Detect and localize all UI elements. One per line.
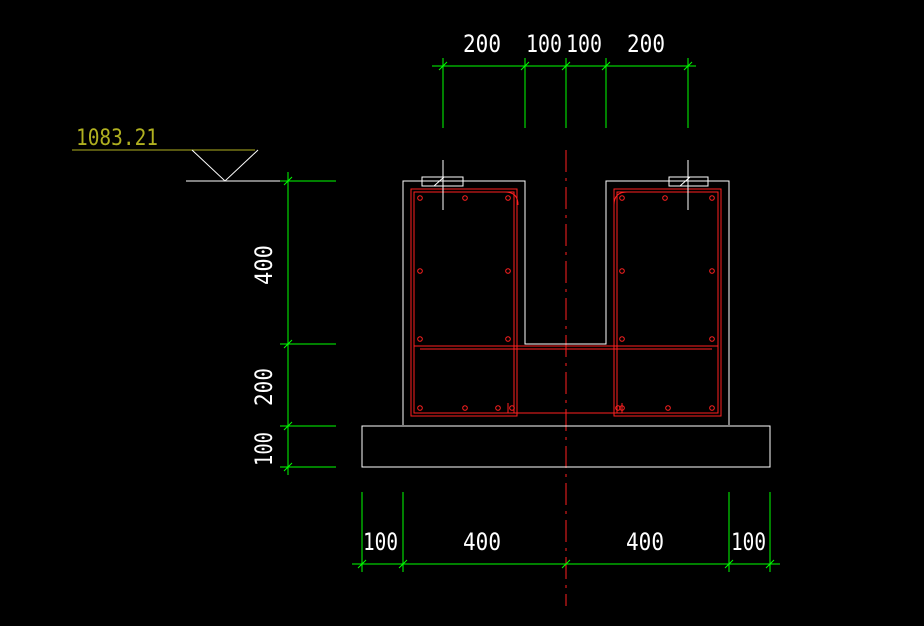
- elevation-marker: 1083.21: [72, 126, 290, 182]
- dim-ticks-bottom: [357, 559, 775, 569]
- dim-ticks-top: [438, 61, 693, 71]
- dim-bottom-4: 100: [731, 528, 766, 556]
- elevation-triangle-icon: [191, 149, 259, 182]
- dim-top-1: 200: [463, 30, 501, 58]
- dim-text-left: 400 200 100: [250, 245, 278, 466]
- dim-left-2: 200: [250, 368, 278, 406]
- stirrup-right-inner: [616, 191, 719, 414]
- hook-left: [504, 191, 519, 206]
- dim-chain-left: [280, 172, 336, 475]
- dim-chain-top: [432, 58, 696, 128]
- dim-bottom-2: 400: [463, 528, 501, 556]
- dim-text-top: 200 100 100 200: [463, 30, 665, 58]
- dim-text-bottom: 100 400 400 100: [363, 528, 766, 556]
- dim-top-3: 100: [566, 30, 602, 58]
- dim-ticks-left: [283, 176, 293, 472]
- dim-top-4: 200: [627, 30, 665, 58]
- dim-top-2: 100: [526, 30, 562, 58]
- dim-bottom-1: 100: [363, 528, 398, 556]
- stirrup-right-outer: [613, 188, 722, 417]
- foundation-slab: [361, 425, 771, 468]
- stirrup-left-inner: [413, 191, 515, 414]
- dim-left-3: 100: [250, 432, 278, 466]
- rebar-layer: [410, 188, 722, 417]
- dim-chain-bottom: [352, 492, 780, 572]
- dim-left-1: 400: [250, 245, 278, 285]
- stirrup-left-outer: [410, 188, 518, 417]
- elevation-value: 1083.21: [76, 126, 158, 151]
- stirrup-base: [413, 345, 719, 414]
- longitudinal-bars: [417, 195, 715, 411]
- embedded-plate-left-hatch: [433, 176, 445, 187]
- hook-right: [613, 191, 628, 206]
- dim-bottom-3: 400: [626, 528, 664, 556]
